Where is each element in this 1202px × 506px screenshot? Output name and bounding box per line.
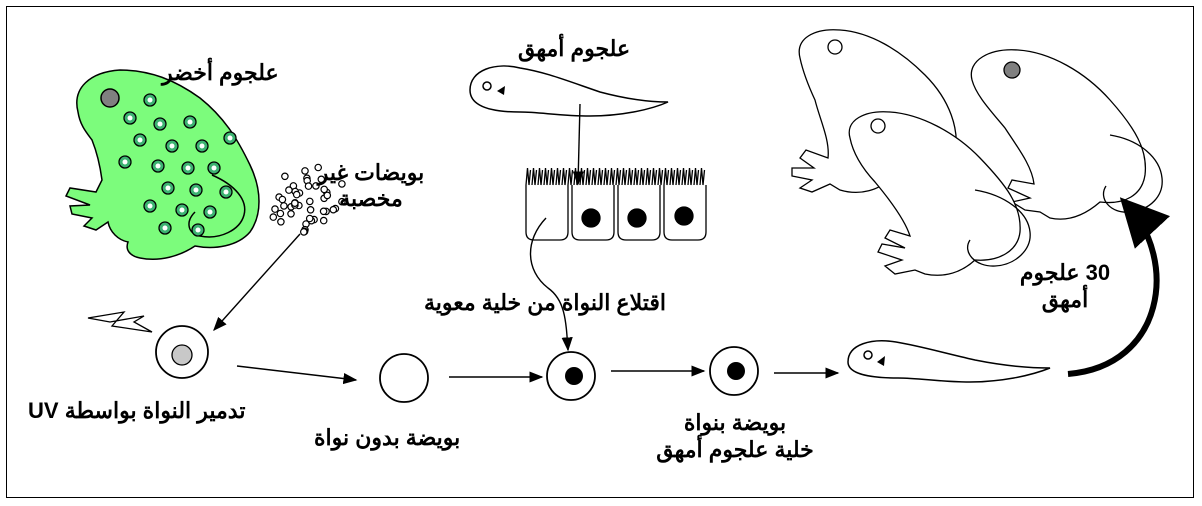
process-arrows (213, 103, 1171, 385)
green-frog-spots (118, 93, 237, 237)
label-nucleus-extraction: اقتلاع النواة من خلية معوية (424, 290, 666, 315)
label-nucleated-egg-2: خلية علجوم أمهق (656, 437, 814, 462)
uv-lightning-icon (87, 311, 153, 333)
label-albino-frogs-1: 30 علجوم (1019, 260, 1111, 285)
label-unfertilized-eggs-2: مخصبة (339, 186, 403, 211)
label-nucleated-egg-1: بويضة بنواة (683, 410, 787, 435)
green-frog-eye (100, 88, 120, 108)
top-tadpole (469, 65, 669, 117)
label-uv-prefix: تدمير النواة بواسطة (64, 398, 246, 423)
diagram-frame (6, 6, 1194, 498)
egg-receiving-nucleus (546, 351, 596, 401)
label-unfertilized-eggs-1: بويضات غير (317, 160, 425, 185)
egg-uv-destroyed (155, 325, 209, 379)
intestinal-cells (525, 167, 707, 241)
label-enucleated-egg: بويضة بدون نواة (314, 425, 461, 450)
bottom-tadpole (847, 340, 1051, 383)
albino-frogs-group (791, 29, 1163, 276)
nucleated-egg (709, 346, 759, 396)
label-albino-tadpole: علجوم أمهق (518, 36, 631, 61)
albino-frog-front (848, 111, 1031, 276)
label-uv-destruction: تدمير النواة بواسطة UV (28, 398, 245, 424)
unfertilized-egg-cluster (269, 163, 346, 236)
label-uv-abbrev: UV (28, 398, 59, 423)
label-green-frog: علجوم أخضر (162, 60, 279, 85)
green-frog-leg (188, 174, 246, 238)
label-albino-frogs-2: أمهق (1041, 287, 1089, 312)
enucleated-egg (379, 353, 429, 403)
